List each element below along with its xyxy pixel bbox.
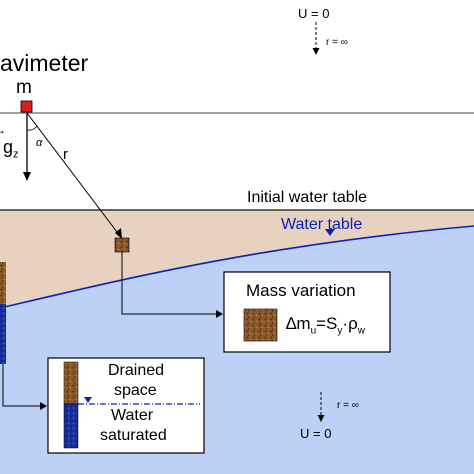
legend-saturated-swatch (63, 403, 79, 449)
legend-drained-line1: Drained (108, 362, 165, 379)
legend-saturated-line1: Water (111, 407, 154, 424)
left-saturated-column (0, 304, 6, 364)
legend-drained-line2: space (114, 382, 157, 399)
water-table-line (0, 225, 474, 309)
formula-dot-rho: ·ρ (342, 314, 358, 333)
bottom-radius-label: r = ∞ (337, 400, 359, 411)
legend-drained-swatch (63, 361, 79, 405)
initial-water-table-label: Initial water table (247, 189, 368, 206)
legend-water-table-marker (84, 397, 92, 403)
legend-connector-head (40, 402, 47, 410)
formula-sub-y: y (337, 325, 343, 337)
formula-sub-w: w (357, 325, 365, 337)
bottom-infinity-arrowhead (317, 415, 325, 422)
water-table-marker (325, 229, 335, 236)
mass-variation-formula: ∆mu=Sy·ρw (286, 314, 365, 336)
gravity-symbol: g (3, 137, 14, 157)
formula-delta-m: ∆m (286, 314, 311, 333)
mass-connector-head (216, 310, 223, 318)
mass-element-connector (121, 252, 216, 315)
bottom-potential-label: U = 0 (300, 426, 332, 441)
mass-variation-swatch (243, 308, 278, 342)
top-radius-label: r = ∞ (326, 37, 348, 48)
gravimeter-title-fragment: avimeter (0, 50, 89, 76)
formula-sub-u: u (310, 325, 317, 337)
legend-saturated-line2: saturated (100, 427, 167, 444)
legend-connector (2, 364, 40, 407)
gravimeter-mass-label: m (16, 77, 32, 98)
gravity-vector-head (23, 172, 31, 181)
distance-vector-head (115, 228, 122, 239)
top-infinity-arrowhead (312, 48, 320, 55)
gravity-subscript: z (13, 148, 19, 161)
mass-element (114, 237, 130, 253)
left-soil-column (0, 262, 6, 304)
formula-eq-s: =S (316, 314, 338, 333)
distance-vector (26, 112, 121, 237)
water-table-label: Water table (281, 216, 363, 233)
angle-label: α (36, 137, 43, 149)
mass-variation-title: Mass variation (246, 281, 356, 300)
angle-arc (26, 125, 38, 131)
top-potential-label: U = 0 (298, 6, 330, 21)
gravimeter-sensor (20, 100, 33, 113)
distance-label: r (63, 146, 68, 163)
gravity-vector-label: ⃗ gz (3, 137, 19, 161)
